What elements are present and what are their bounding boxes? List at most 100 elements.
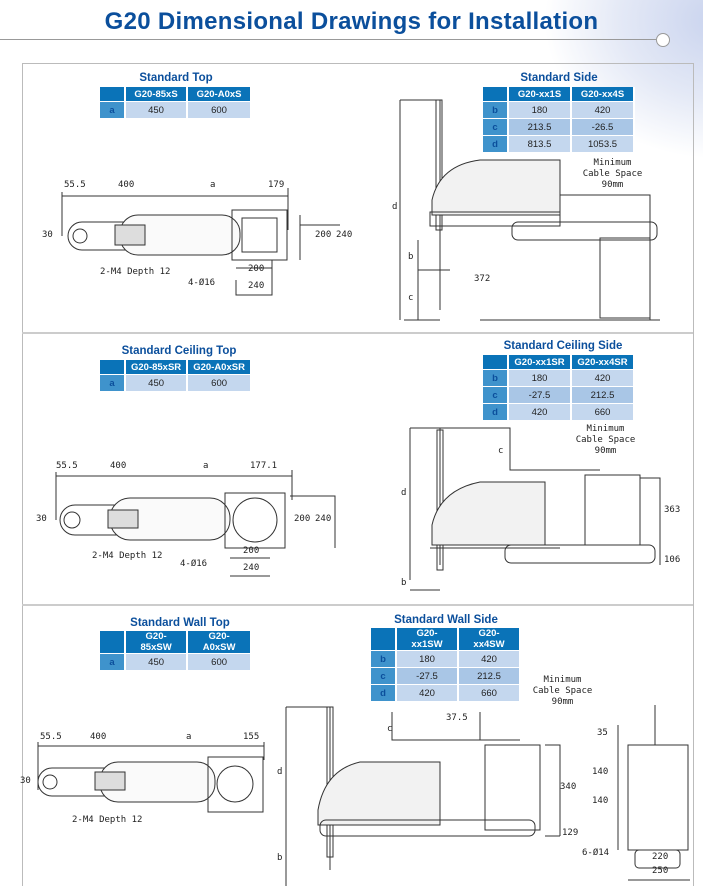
- dim-label: 177.1: [250, 461, 278, 471]
- table-cell: Cable Space: [575, 435, 636, 445]
- dim-label: 55.5: [64, 180, 86, 190]
- column-header: G20-xx1S: [508, 87, 572, 102]
- dim-label: 250: [652, 866, 669, 876]
- table-cell: 420: [396, 684, 459, 701]
- row-key: c: [483, 386, 509, 404]
- dim-label: a: [210, 180, 216, 190]
- column-header: G20-xx4S: [571, 87, 635, 102]
- row-key: c: [483, 118, 509, 136]
- dim-label: 35: [597, 728, 608, 738]
- row-key: a: [100, 374, 126, 391]
- table-cell: Minimum: [586, 424, 625, 434]
- standard-side-title: Standard Side: [520, 72, 598, 84]
- row-key: c: [371, 667, 397, 685]
- dim-label: b: [408, 252, 414, 262]
- table-cell: 450: [125, 101, 189, 118]
- dim-label: d: [277, 767, 283, 777]
- column-header: G20-85xSW: [125, 631, 189, 654]
- column-header: G20-85xSR: [125, 360, 189, 375]
- table-cell: Cable Space: [532, 686, 593, 696]
- standard-top-drawing: [61, 188, 340, 296]
- dim-label: 2-M4 Depth 12: [100, 267, 171, 277]
- table-cell: 90mm: [601, 180, 624, 190]
- table-cell: 660: [458, 684, 521, 701]
- dim-label: 155: [243, 732, 260, 742]
- dim-label: 4-Ø16: [188, 278, 216, 288]
- column-header: G20-85xS: [125, 87, 189, 102]
- table-cell: 180: [396, 650, 459, 668]
- section-divider: [22, 604, 693, 606]
- row-key: a: [100, 101, 126, 118]
- table-cell: 420: [571, 369, 635, 387]
- dim-label: 55.5: [40, 732, 62, 742]
- standard-side-drawing: [399, 99, 660, 321]
- dim-label: 200: [315, 230, 332, 240]
- dim-label: b: [277, 853, 283, 863]
- dim-label: 240: [315, 514, 332, 524]
- dim-label: c: [387, 724, 393, 734]
- dim-label: 400: [118, 180, 135, 190]
- drawing-frame: [22, 63, 694, 886]
- table-cell: 660: [571, 403, 635, 420]
- dim-label: 30: [42, 230, 53, 240]
- dim-label: 129: [562, 828, 579, 838]
- title-rule-circle: [656, 33, 670, 47]
- table-cell: Minimum: [543, 675, 582, 685]
- table-cell: 600: [187, 653, 252, 670]
- table-cell: 450: [125, 374, 189, 391]
- table-cell: -27.5: [396, 667, 459, 685]
- dim-label: 2-M4 Depth 12: [72, 815, 143, 825]
- dim-label: 400: [110, 461, 127, 471]
- dim-label: 106: [664, 555, 681, 565]
- table-cell: Cable Space: [582, 169, 643, 179]
- page-title: G20 Dimensional Drawings for Installatio…: [104, 8, 599, 35]
- table-cell: 420: [571, 101, 635, 119]
- dim-label: a: [186, 732, 192, 742]
- dim-label: 363: [664, 505, 681, 515]
- table-cell: 212.5: [458, 667, 521, 685]
- dim-label: 200: [243, 546, 260, 556]
- dim-label: 30: [36, 514, 47, 524]
- table-cell: -26.5: [571, 118, 635, 136]
- table-cell: 600: [187, 101, 252, 118]
- table-cell: 90mm: [594, 446, 617, 456]
- row-key: d: [483, 135, 509, 152]
- dim-label: b: [401, 578, 407, 588]
- column-header: G20-xx1SR: [508, 355, 572, 370]
- dim-label: 240: [248, 281, 265, 291]
- dim-label: 340: [560, 782, 577, 792]
- dim-label: 372: [474, 274, 491, 284]
- dim-label: 200: [294, 514, 311, 524]
- dim-label: d: [392, 202, 398, 212]
- dim-label: c: [498, 446, 504, 456]
- table-cell: 90mm: [551, 697, 574, 707]
- dim-label: 30: [20, 776, 31, 786]
- ceiling-top-drawing: [55, 470, 336, 577]
- column-header: G20-xx4SW: [458, 628, 521, 651]
- column-header: G20-A0xSR: [187, 360, 252, 375]
- row-key: a: [100, 653, 126, 670]
- table-cell: 813.5: [508, 135, 572, 152]
- table-cell: Minimum: [593, 158, 632, 168]
- row-key: d: [483, 403, 509, 420]
- ceiling-top-title: Standard Ceiling Top: [121, 345, 237, 357]
- section-divider: [22, 332, 693, 334]
- wall-top-drawing: [37, 742, 265, 813]
- dim-label: 240: [336, 230, 353, 240]
- table-cell: 600: [187, 374, 252, 391]
- table-cell: 212.5: [571, 386, 635, 404]
- column-header: G20-A0xS: [187, 87, 252, 102]
- dim-label: 140: [592, 767, 609, 777]
- dim-label: 2-M4 Depth 12: [92, 551, 163, 561]
- table-cell: 213.5: [508, 118, 572, 136]
- dim-label: 179: [268, 180, 285, 190]
